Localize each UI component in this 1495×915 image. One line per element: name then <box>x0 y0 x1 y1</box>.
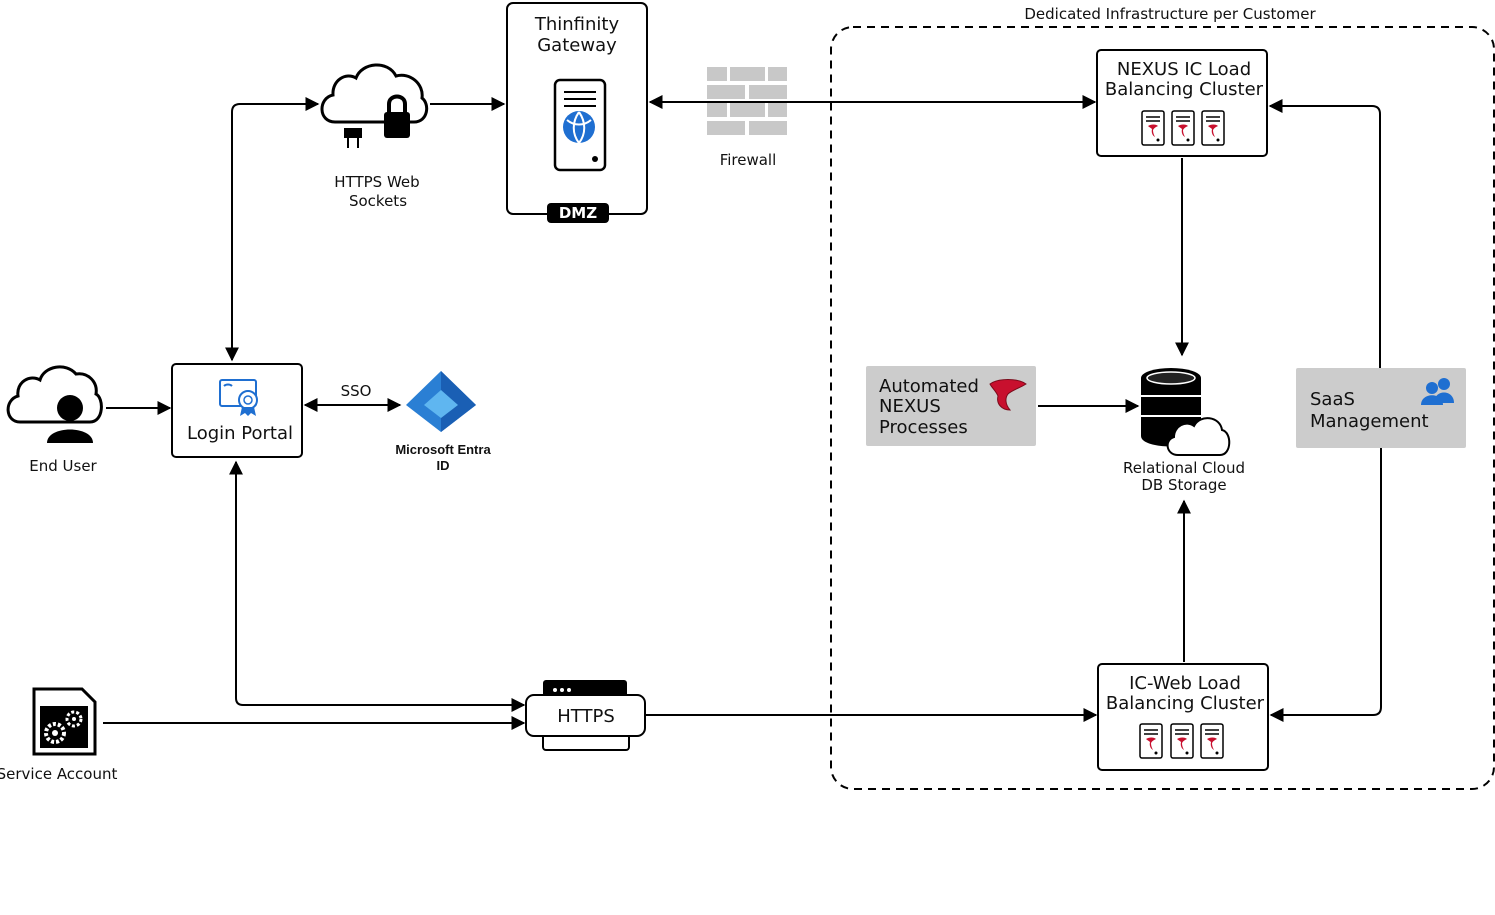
sso-label: SSO <box>341 382 372 400</box>
service-account-node: Service Account <box>0 687 117 783</box>
entra-id-icon <box>406 371 476 432</box>
server-icon <box>553 78 607 172</box>
edges: SSO <box>103 95 1382 730</box>
nexus-logo-icon <box>989 379 1027 411</box>
nexus-ic-label-line1: NEXUS IC Load <box>1117 59 1251 80</box>
icweb-label-line1: IC-Web Load <box>1129 673 1241 694</box>
edge-login-websockets <box>225 97 320 362</box>
automated-nexus-processes-node[interactable]: Automated NEXUS Processes <box>866 366 1036 446</box>
nexus-server-icon-3 <box>1201 110 1225 146</box>
dmz-badge: DMZ <box>559 204 597 222</box>
database-cloud-icon <box>1141 368 1231 456</box>
service-account-label: Service Account <box>0 765 117 783</box>
login-portal-label: Login Portal <box>187 423 293 444</box>
nexus-server-icon-2 <box>1171 110 1195 146</box>
entra-id-node: Microsoft Entra ID <box>395 371 491 473</box>
entra-label-line2: ID <box>437 458 450 473</box>
https-server-icon <box>525 680 646 751</box>
nexus-ic-cluster-node[interactable]: NEXUS IC Load Balancing Cluster <box>1096 49 1268 157</box>
cloud-user-icon <box>6 365 103 443</box>
https-websockets-node: HTTPS Web Sockets <box>320 63 429 210</box>
icweb-server-icon-3 <box>1200 723 1224 759</box>
thinfinity-label-line2: Gateway <box>537 35 617 56</box>
firewall-label: Firewall <box>720 151 777 169</box>
https-node[interactable]: HTTPS <box>525 680 646 751</box>
nexus-server-icon-1 <box>1141 110 1165 146</box>
icweb-label-line2: Balancing Cluster <box>1106 693 1265 714</box>
gear-file-icon <box>32 687 97 756</box>
brick-wall-icon <box>707 67 787 135</box>
websockets-label-line2: Sockets <box>349 192 407 210</box>
edge-login-https <box>229 460 526 712</box>
icweb-server-icon-2 <box>1170 723 1194 759</box>
icweb-server-icon-1 <box>1139 723 1163 759</box>
cloud-lock-icon <box>320 63 429 148</box>
db-label-line1: Relational Cloud <box>1123 459 1245 477</box>
nexus-ic-label-line2: Balancing Cluster <box>1105 79 1264 100</box>
dedicated-infrastructure-region: Dedicated Infrastructure per Customer <box>830 5 1495 790</box>
saas-management-node[interactable]: SaaS Management <box>1296 368 1466 448</box>
icweb-cluster-node[interactable]: IC-Web Load Balancing Cluster <box>1097 663 1269 771</box>
region-title: Dedicated Infrastructure per Customer <box>1024 5 1316 23</box>
thinfinity-gateway-node[interactable]: Thinfinity Gateway DMZ <box>506 2 648 223</box>
end-user-node: End User <box>6 365 103 475</box>
entra-label-line1: Microsoft Entra <box>395 442 491 457</box>
automated-label-line2: NEXUS <box>879 396 941 417</box>
saas-label-line1: SaaS <box>1310 389 1355 410</box>
edge-saas-icweb <box>1269 448 1382 722</box>
db-label-line2: DB Storage <box>1141 476 1226 494</box>
end-user-label: End User <box>29 457 97 475</box>
saas-label-line2: Management <box>1310 411 1429 432</box>
automated-label-line1: Automated <box>879 376 979 397</box>
thinfinity-label-line1: Thinfinity <box>534 14 620 35</box>
users-icon <box>1421 378 1454 405</box>
relational-db-node: Relational Cloud DB Storage <box>1123 368 1245 494</box>
edge-saas-nexus <box>1268 99 1381 368</box>
automated-label-line3: Processes <box>879 417 968 438</box>
websockets-label-line1: HTTPS Web <box>334 173 419 191</box>
certificate-icon <box>219 379 258 416</box>
https-label: HTTPS <box>557 706 615 727</box>
login-portal-node[interactable]: Login Portal <box>171 363 303 458</box>
firewall-node: Firewall <box>707 67 787 169</box>
